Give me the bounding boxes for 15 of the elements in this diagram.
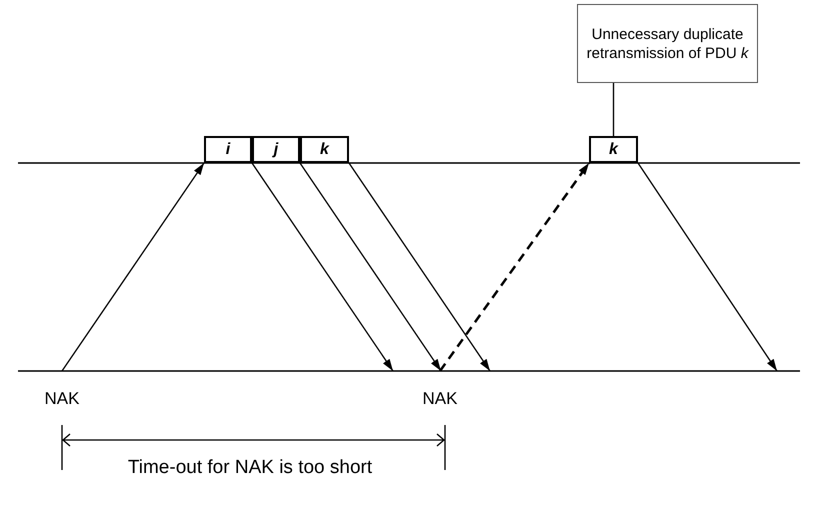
arrow [637,162,778,372]
nak-label: NAK [44,388,80,410]
leader-line [612,83,614,136]
pdu-box: i [204,136,252,163]
arrow [299,162,442,372]
arrow [251,162,394,372]
arrow [348,162,491,372]
arrow [438,162,590,372]
pdu-box: k [300,136,349,163]
nak-label: NAK [422,388,458,410]
timeout-note: Time-out for NAK is too short [126,456,374,480]
arrow [61,162,205,372]
pdu-box: j [252,136,300,163]
callout-box: Unnecessary duplicate retransmission of PDU k [577,4,758,83]
pdu-box: k [589,136,638,163]
